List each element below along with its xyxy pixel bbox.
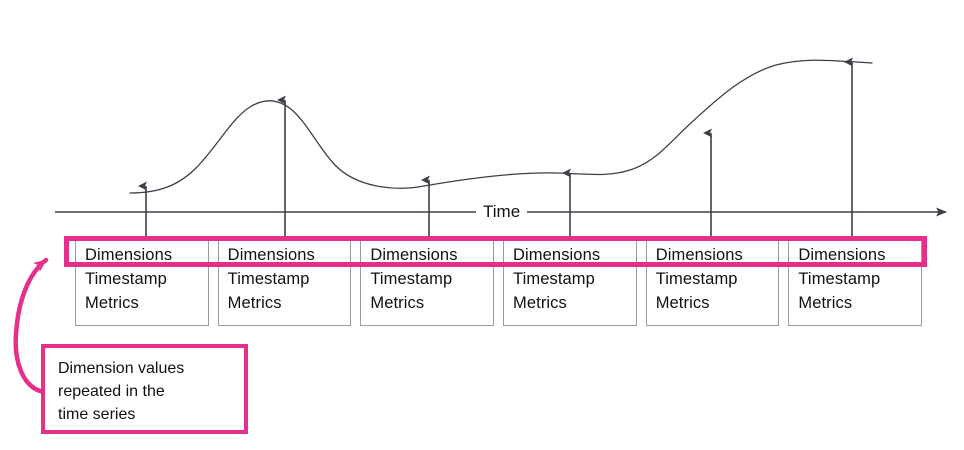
record-dimensions-label: Dimensions — [370, 246, 458, 264]
record-box[interactable]: Dimensions Timestamp Metrics — [217, 236, 352, 326]
record-metrics-label: Metrics — [85, 294, 139, 312]
callout-box: Dimension values repeated in the time se… — [41, 344, 248, 434]
record-dimensions-label: Dimensions — [85, 246, 173, 264]
record-timestamp-label: Timestamp — [85, 270, 167, 288]
record-box[interactable]: Dimensions Timestamp Metrics — [360, 236, 495, 326]
record-timestamp-label: Timestamp — [655, 270, 738, 288]
record-timestamp-label: Timestamp — [513, 270, 595, 288]
callout-line: repeated in the — [58, 383, 165, 400]
time-axis-label: Time — [476, 200, 528, 223]
record-metrics-label: Metrics — [370, 294, 425, 312]
time-series-records: Dimensions Timestamp Metrics Dimensions … — [75, 236, 923, 326]
record-timestamp-label: Timestamp — [370, 270, 453, 288]
record-metrics-label: Metrics — [227, 294, 282, 312]
record-dimensions-label: Dimensions — [655, 246, 743, 264]
metric-curve — [129, 59, 873, 194]
record-metrics-label: Metrics — [655, 294, 710, 312]
record-timestamp-label: Timestamp — [227, 270, 310, 288]
dimensions-row-highlight — [64, 236, 927, 267]
record-box[interactable]: Dimensions Timestamp Metrics — [645, 236, 780, 326]
record-dimensions-label: Dimensions — [513, 246, 601, 264]
record-dimensions-label: Dimensions — [798, 246, 886, 264]
callout-line: time series — [58, 406, 136, 423]
record-box[interactable]: Dimensions Timestamp Metrics — [503, 236, 637, 326]
record-dimensions-label: Dimensions — [227, 246, 315, 264]
record-metrics-label: Metrics — [798, 294, 853, 312]
record-metrics-label: Metrics — [513, 294, 567, 312]
record-box[interactable]: Dimensions Timestamp Metrics — [75, 236, 209, 326]
record-timestamp-label: Timestamp — [798, 270, 881, 288]
callout-line: Dimension values — [58, 360, 185, 377]
record-box[interactable]: Dimensions Timestamp Metrics — [788, 236, 923, 326]
